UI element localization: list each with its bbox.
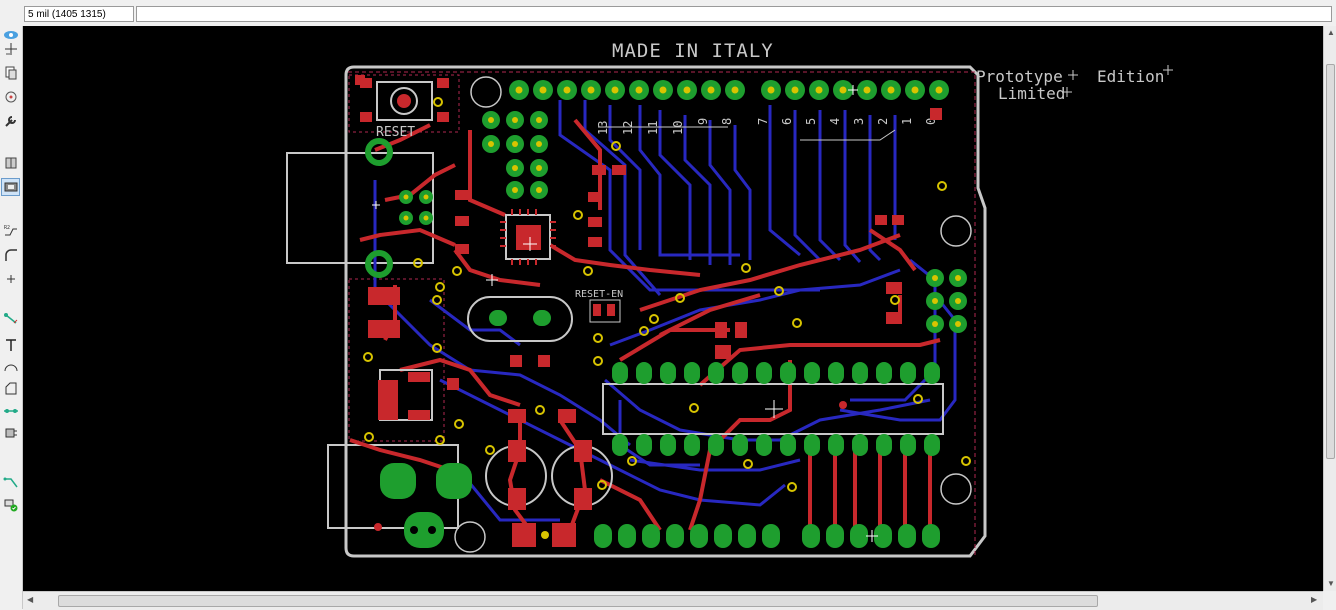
tool-palette: R2 [0, 26, 23, 609]
smd-icon[interactable] [1, 424, 20, 442]
coordinate-readout: 5 mil (1405 1315) [24, 6, 134, 22]
wrench-icon[interactable] [1, 112, 20, 130]
reset-button-outline [376, 81, 433, 121]
pin-label-5: 5 [804, 118, 818, 125]
plus-icon[interactable] [1, 270, 20, 288]
mcu-pad [516, 225, 541, 250]
pcb-layout: MADE IN ITALY Prototype Edition Limited [286, 40, 1173, 558]
horizontal-scroll-thumb[interactable] [58, 595, 1098, 607]
pin-label-13: 13 [596, 121, 610, 135]
pin-label-2: 2 [876, 118, 890, 125]
scroll-right-icon[interactable]: ▶ [1311, 595, 1318, 604]
svg-text:R2: R2 [4, 225, 10, 231]
usb-connector-outline [286, 152, 434, 264]
command-line-input[interactable] [136, 6, 1332, 22]
reset-en-label: RESET-EN [575, 289, 623, 300]
pin-label-8: 8 [720, 118, 734, 125]
prototype-label: Prototype [976, 67, 1063, 86]
layer-icon[interactable] [1, 178, 20, 196]
dip-socket-outline [602, 383, 944, 435]
top-header-pads [509, 80, 949, 100]
split-icon[interactable] [1, 154, 20, 172]
board-canvas[interactable]: MADE IN ITALY Prototype Edition Limited [23, 26, 1323, 591]
eye-icon[interactable] [1, 26, 20, 44]
edition-label: Edition [1097, 67, 1164, 86]
limited-label: Limited [998, 84, 1065, 103]
vertical-scrollbar[interactable]: ▲ ▼ [1323, 26, 1336, 591]
pin-label-0: 0 [924, 118, 938, 125]
scroll-down-icon[interactable]: ▼ [1327, 579, 1335, 588]
drc-icon[interactable] [1, 496, 20, 514]
circle-icon[interactable] [1, 88, 20, 106]
pin-label-11: 11 [646, 121, 660, 135]
pin-label-3: 3 [852, 118, 866, 125]
pin-label-7: 7 [756, 118, 770, 125]
vertical-scroll-thumb[interactable] [1326, 64, 1335, 459]
ratsnest-icon[interactable] [1, 310, 20, 328]
scroll-up-icon[interactable]: ▲ [1327, 28, 1335, 37]
horizontal-scrollbar[interactable]: ◀ ▶ [23, 591, 1323, 610]
pin-label-12: 12 [621, 121, 635, 135]
pin-label-10: 10 [671, 121, 685, 135]
autorouter-icon[interactable] [1, 474, 20, 492]
route-icon[interactable]: R2 [1, 222, 20, 240]
arc-icon[interactable] [1, 358, 20, 376]
crystal-outline [467, 296, 573, 342]
text-icon[interactable] [1, 336, 20, 354]
polygon-icon[interactable] [1, 380, 20, 398]
via-icon[interactable] [1, 402, 20, 420]
made-in-italy-label: MADE IN ITALY [612, 40, 774, 62]
pin-label-9: 9 [696, 118, 710, 125]
pin-label-4: 4 [828, 118, 842, 125]
reset-label: RESET [376, 125, 415, 140]
pin-label-1: 1 [900, 118, 914, 125]
pin-label-6: 6 [780, 118, 794, 125]
copy-icon[interactable] [1, 64, 20, 82]
top-toolbar: 5 mil (1405 1315) [0, 0, 1336, 27]
crosshair-icon[interactable] [1, 40, 20, 58]
board-outline [344, 65, 987, 558]
curve-icon[interactable] [1, 246, 20, 264]
scroll-left-icon[interactable]: ◀ [27, 595, 34, 604]
